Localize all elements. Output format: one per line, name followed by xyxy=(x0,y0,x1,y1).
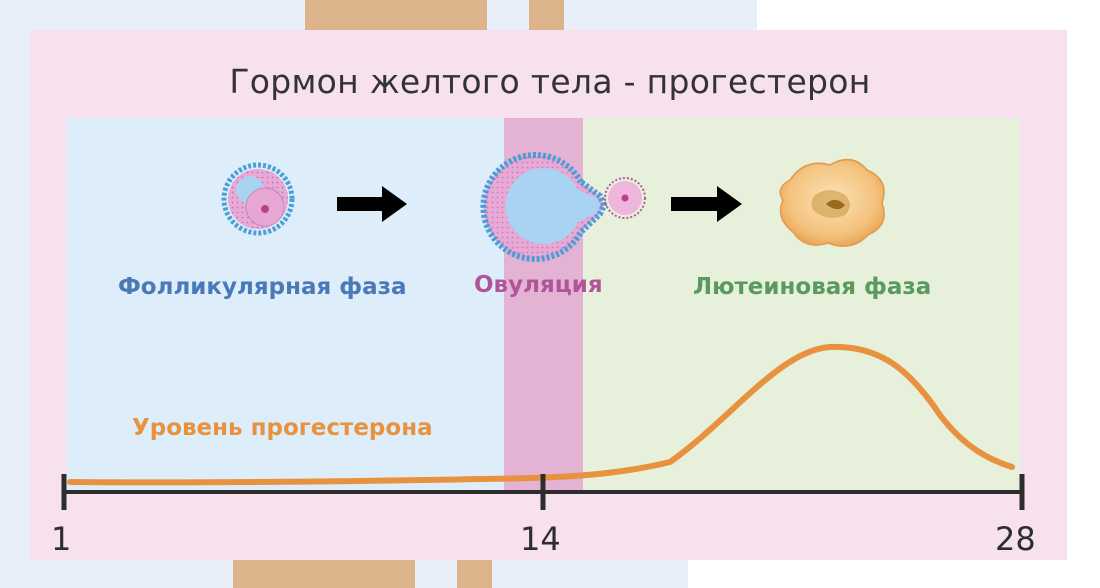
tick-label-day-14: 14 xyxy=(520,520,561,558)
follicular-phase-label: Фолликулярная фаза xyxy=(118,274,407,300)
ovulation-icon xyxy=(480,152,646,262)
corpus-luteum-icon xyxy=(779,158,885,247)
follicular-phase-panel xyxy=(67,118,504,492)
decor-strip xyxy=(457,560,492,588)
tick-label-day-28: 28 xyxy=(995,520,1036,558)
decor-strip xyxy=(305,0,487,30)
progesterone-level-label: Уровень прогестерона xyxy=(132,415,433,441)
background-bottom-right xyxy=(688,560,1100,588)
ovulation-label: Овуляция xyxy=(474,272,603,298)
diagram-title: Гормон желтого тела - прогестерон xyxy=(229,62,871,101)
luteal-phase-label: Лютеиновая фаза xyxy=(693,274,932,300)
decor-strip xyxy=(233,560,415,588)
arrow-right-icon xyxy=(337,186,407,222)
day-axis xyxy=(61,474,1025,510)
tick-label-day-1: 1 xyxy=(51,520,72,558)
arrow-right-icon xyxy=(671,186,742,222)
progesterone-curve xyxy=(67,343,1015,486)
follicle-icon xyxy=(221,162,295,236)
decor-strip xyxy=(529,0,564,30)
